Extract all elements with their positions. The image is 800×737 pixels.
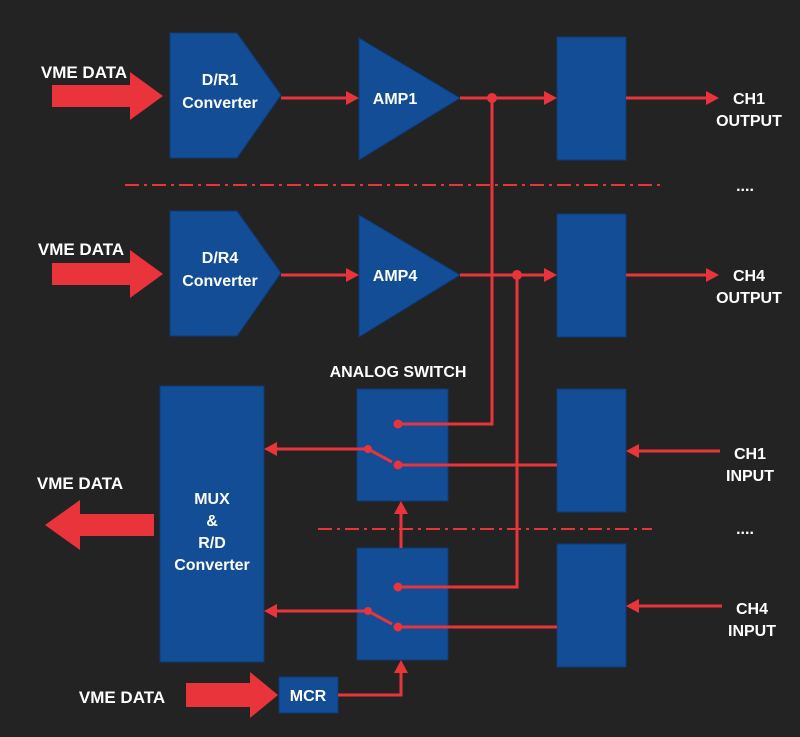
amp1-triangle — [358, 37, 461, 161]
vme-data-label-out: VME DATA — [37, 474, 123, 493]
switch4-lever — [367, 609, 393, 626]
dr4-converter-block — [169, 210, 282, 337]
ch1-output-label-line1: CH1 — [733, 91, 765, 108]
wire-mcr-switch4 — [338, 673, 403, 697]
ellipsis-input: .... — [736, 521, 754, 538]
mux-label-line1: MUX — [194, 491, 230, 508]
analog-switch-4 — [356, 547, 449, 661]
mux-label-line4: Converter — [174, 557, 250, 574]
arrowhead-mcr-switch4 — [394, 660, 408, 673]
vme-data-label-1: VME DATA — [41, 63, 127, 82]
wire-amp4-feedback — [398, 275, 519, 589]
arrowhead-switch4-switch1 — [394, 501, 408, 514]
mux-label-line3: R/D — [198, 535, 226, 552]
vme-data-mcr-arrow — [186, 672, 278, 718]
arrowhead-dr4-amp4 — [346, 268, 359, 282]
arrowhead-amp1-buffer — [544, 91, 557, 105]
arrowhead-ch1-input — [626, 444, 639, 458]
arrowhead-amp4-buffer — [544, 268, 557, 282]
vme-data-in-arrow-1 — [52, 72, 163, 120]
arrowhead-ch4-output — [706, 268, 719, 282]
dr4-label-line2: Converter — [182, 273, 258, 290]
vme-data-out-arrow — [45, 500, 154, 550]
switch4-contact-top — [393, 582, 403, 592]
ch1-input-label-line1: CH1 — [734, 446, 766, 463]
switch4-contact-bottom — [393, 622, 403, 632]
switch1-lever — [367, 447, 393, 464]
ellipsis-output: .... — [736, 178, 754, 195]
wire-amp1-feedback — [398, 98, 494, 426]
arrowhead-dr1-amp1 — [346, 91, 359, 105]
dr1-converter-block — [169, 32, 282, 159]
switch1-contact-bottom — [393, 460, 403, 470]
mux-rd-converter-block — [159, 385, 265, 663]
dr1-label-line1: D/R1 — [202, 72, 239, 89]
ch4-input-buffer — [556, 543, 627, 668]
mux-label-line2: & — [206, 513, 218, 530]
ch1-input-label-line2: INPUT — [726, 468, 774, 485]
vme-data-in-arrow-4 — [52, 250, 163, 298]
ch1-output-label-line2: OUTPUT — [716, 113, 782, 130]
ch4-output-label-line1: CH4 — [733, 268, 765, 285]
vme-data-label-mcr: VME DATA — [79, 688, 165, 707]
mcr-label: MCR — [290, 688, 327, 705]
arrowhead-ch4-input — [626, 599, 639, 613]
ch1-output-buffer — [556, 36, 627, 161]
switch1-contact-top — [393, 419, 403, 429]
dr4-label-line1: D/R4 — [202, 250, 239, 267]
analog-switch-1 — [356, 388, 449, 502]
ch4-input-label-line1: CH4 — [736, 601, 768, 618]
arrowhead-ch1-output — [706, 91, 719, 105]
ch4-output-buffer — [556, 213, 627, 338]
dr1-label-line2: Converter — [182, 95, 258, 112]
vme-data-label-4: VME DATA — [38, 240, 124, 259]
ch1-input-buffer — [556, 388, 627, 513]
arrowhead-switch4-mux — [264, 604, 277, 618]
arrowhead-switch1-mux — [264, 442, 277, 456]
amp4-triangle — [358, 214, 461, 338]
amp1-label: AMP1 — [373, 91, 418, 108]
analog-switch-label: ANALOG SWITCH — [330, 364, 467, 381]
amp4-label: AMP4 — [373, 268, 418, 285]
ch4-input-label-line2: INPUT — [728, 623, 776, 640]
ch4-output-label-line2: OUTPUT — [716, 290, 782, 307]
mcr-block — [278, 676, 339, 714]
